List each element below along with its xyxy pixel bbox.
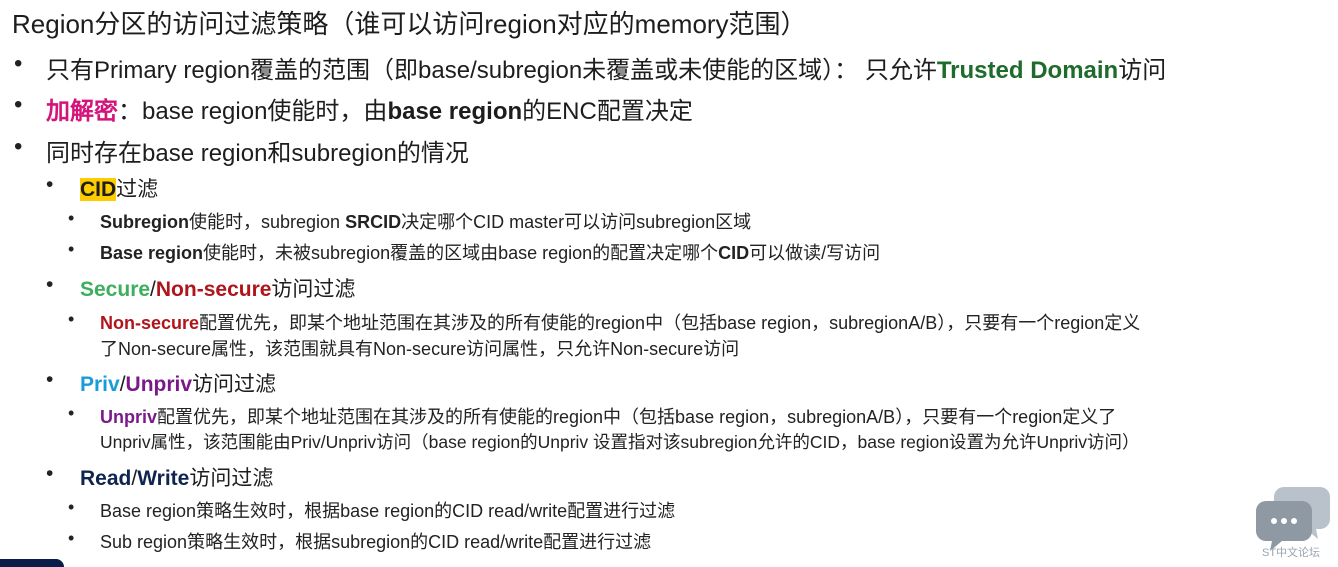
bullet-3-dot: • (14, 133, 23, 160)
cid-s2-t1: 使能时，未被subregion覆盖的区域由base region的配置决定哪个 (203, 243, 719, 263)
priv-sub-1-line2: Unpriv属性，该范围能由Priv/Unpriv访问（base region的… (100, 432, 1140, 452)
priv-s1-dot: • (68, 403, 75, 423)
sec-sep: / (150, 278, 156, 301)
bullet-2-mid: ：base region使能时，由 (118, 98, 388, 125)
rw-dot: • (46, 462, 54, 485)
sec-sub-1-line2: 了Non-secure属性，该范围就具有Non-secure访问属性，只允许No… (100, 339, 740, 359)
bullet-3: 同时存在base region和subregion的情况 (46, 140, 469, 167)
cid-sub-2: Base region使能时，未被subregion覆盖的区域由base reg… (100, 239, 880, 265)
bullet-1: 只有Primary region覆盖的范围（即base/subregion未覆盖… (46, 50, 1166, 85)
rw-sub-2: Sub region策略生效时，根据subregion的CID read/wri… (100, 532, 652, 552)
priv-sub-1: Unpriv配置优先，即某个地址范围在其涉及的所有使能的region中（包括ba… (100, 403, 1116, 429)
rw-s2-dot: • (68, 528, 75, 548)
rw-sep: / (131, 467, 138, 490)
watermark-text: ST中文论坛 (1262, 547, 1321, 559)
cid-highlight: CID (80, 178, 117, 201)
cid-heading: CID过滤 (80, 173, 158, 203)
rw-sub-1: Base region策略生效时，根据base region的CID read/… (100, 501, 676, 521)
rw-heading: Read/Write访问过滤 (80, 462, 273, 492)
sec-s1-t1: 配置优先，即某个地址范围在其涉及的所有使能的region中（包括base reg… (199, 313, 1141, 333)
priv-s1-b1: Unpriv (100, 407, 158, 427)
encryption-label: 加解密 (46, 98, 118, 125)
write-text: Write (137, 467, 190, 490)
secure-heading: Secure/Non-secure访问过滤 (80, 273, 355, 303)
corner-bar (0, 559, 64, 567)
non-secure-text: Non-secure (155, 278, 272, 301)
chat-bubble-icon (1256, 487, 1330, 551)
cid-sub-1: Subregion使能时，subregion SRCID决定哪个CID mast… (100, 208, 751, 234)
priv-heading: Priv/Unpriv访问过滤 (80, 368, 276, 398)
bullet-1-pre: 只有Primary region覆盖的范围（即base/subregion未覆盖… (46, 57, 937, 84)
trusted-domain-text: Trusted Domain (936, 57, 1119, 84)
cid-dot: • (46, 173, 54, 196)
cid-s2-b1: Base region (100, 243, 204, 263)
bullet-2-post: 的ENC配置决定 (522, 98, 693, 125)
sec-dot: • (46, 273, 54, 296)
sec-sub-1: Non-secure配置优先，即某个地址范围在其涉及的所有使能的region中（… (100, 309, 1140, 335)
bullet-1-dot: • (14, 50, 23, 77)
bullet-2: 加解密：base region使能时，由base region的ENC配置决定 (46, 91, 693, 126)
cid-s1-b1: Subregion (100, 212, 189, 232)
cid-post: 过滤 (116, 178, 159, 201)
unpriv-text: Unpriv (125, 373, 193, 396)
page-title: Region分区的访问过滤策略（谁可以访问region对应的memory范围） (12, 9, 807, 39)
bullet-1-post: 访问 (1118, 57, 1167, 84)
secure-text: Secure (80, 278, 151, 301)
rw-post: 访问过滤 (189, 467, 274, 490)
cid-s1-b2: SRCID (345, 212, 402, 232)
cid-s2-b2: CID (718, 243, 750, 263)
sec-s1-b1: Non-secure (100, 313, 200, 333)
priv-s1-t1: 配置优先，即某个地址范围在其涉及的所有使能的region中（包括base reg… (157, 407, 1117, 427)
cid-s2-t2: 可以做读/写访问 (749, 243, 881, 263)
cid-s2-dot: • (68, 239, 75, 259)
priv-sep: / (119, 373, 126, 396)
sec-post: 访问过滤 (271, 278, 356, 301)
cid-s1-dot: • (68, 208, 75, 228)
cid-s1-t1: 使能时，subregion (189, 212, 346, 232)
sec-s1-dot: • (68, 309, 75, 329)
rw-s1-dot: • (68, 497, 75, 517)
priv-post: 访问过滤 (192, 373, 277, 396)
cid-s1-t2: 决定哪个CID master可以访问subregion区域 (401, 212, 752, 232)
bullet-2-dot: • (14, 91, 23, 118)
base-region-text: base region (387, 98, 523, 125)
priv-dot: • (46, 368, 54, 391)
read-text: Read (80, 467, 132, 490)
priv-text: Priv (80, 373, 120, 396)
